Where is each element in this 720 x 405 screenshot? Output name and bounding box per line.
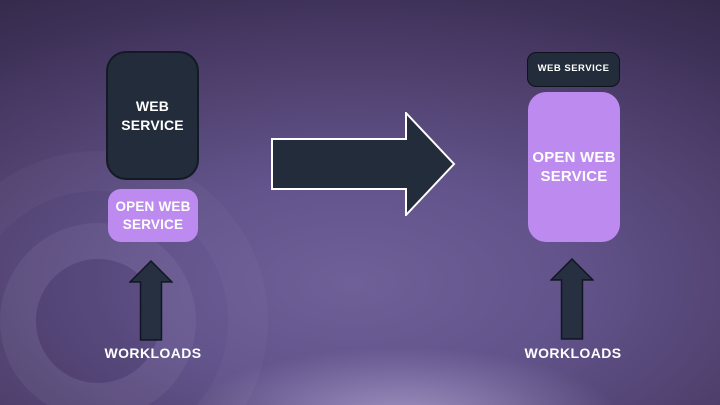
workloads-label-right: WORKLOADS [524, 345, 622, 361]
open-web-service-node-right: OPEN WEB SERVICE [528, 92, 620, 242]
open-web-service-node-left: OPEN WEB SERVICE [108, 189, 198, 242]
open-web-service-label-right: OPEN WEB SERVICE [532, 148, 616, 186]
open-web-service-label-left: OPEN WEB SERVICE [115, 198, 191, 232]
web-service-label-left: WEB SERVICE [121, 98, 184, 133]
right-arrow-icon [271, 110, 456, 218]
web-service-label-right: WEB SERVICE [537, 63, 610, 75]
background-ring-inner [0, 223, 196, 405]
background-ring-disc [36, 259, 160, 383]
web-service-node-right: WEB SERVICE [527, 52, 620, 87]
up-arrow-icon-left [128, 259, 174, 341]
workloads-label-left: WORKLOADS [104, 345, 202, 361]
up-arrow-icon-right [549, 257, 595, 340]
web-service-node-left: WEB SERVICE [106, 51, 199, 180]
